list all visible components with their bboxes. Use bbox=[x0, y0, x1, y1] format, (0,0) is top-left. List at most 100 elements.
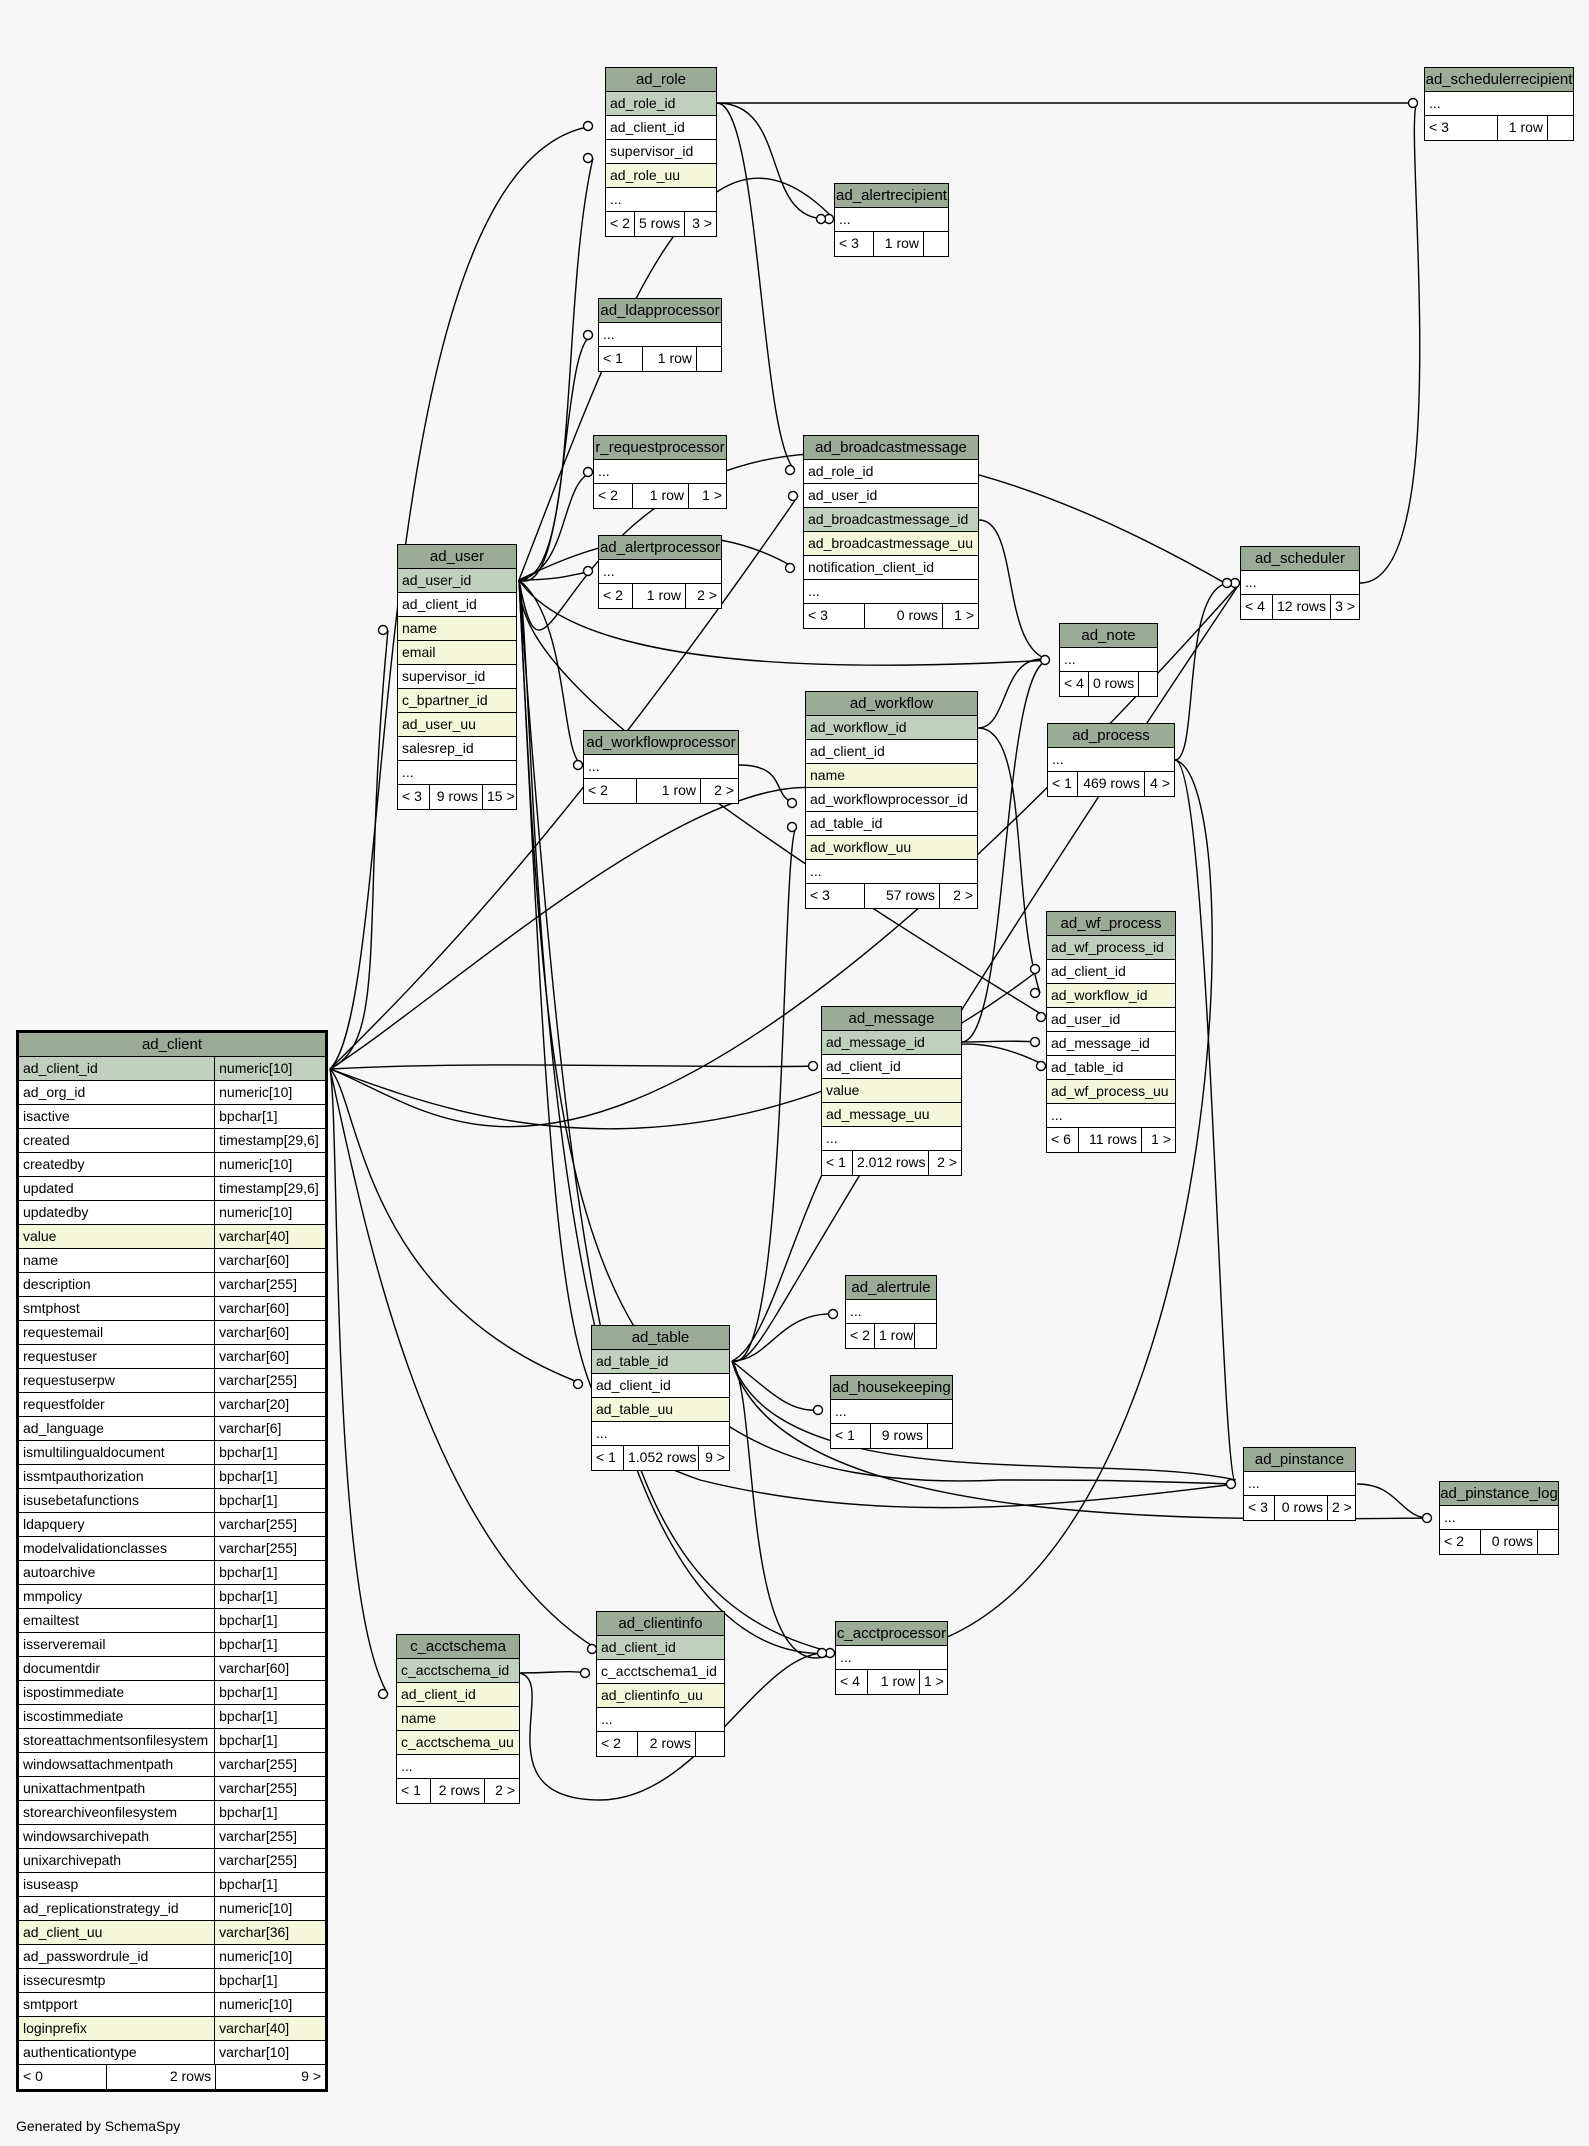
table-title[interactable]: ad_alertprocessor bbox=[599, 536, 721, 560]
children-link[interactable] bbox=[914, 1324, 936, 1348]
column-row[interactable]: ... bbox=[1241, 571, 1359, 595]
column-row[interactable]: ad_client_id bbox=[822, 1055, 961, 1079]
children-link[interactable] bbox=[927, 1424, 952, 1448]
children-link[interactable] bbox=[695, 1732, 724, 1756]
table-title[interactable]: ad_ldapprocessor bbox=[599, 299, 721, 323]
children-link[interactable]: 9 > bbox=[698, 1446, 729, 1470]
children-link[interactable]: 2 > bbox=[1327, 1496, 1355, 1520]
parents-link[interactable]: < 2 bbox=[850, 1327, 870, 1343]
parents-link[interactable]: < 1 bbox=[596, 1449, 616, 1465]
table-title[interactable]: ad_note bbox=[1060, 624, 1157, 648]
column-row[interactable]: c_acctschema1_id bbox=[597, 1660, 724, 1684]
table-title[interactable]: ad_client bbox=[19, 1033, 325, 1057]
table-title[interactable]: ad_alertrecipient bbox=[835, 184, 948, 208]
column-row[interactable]: ad_client_id bbox=[597, 1636, 724, 1660]
column-row[interactable]: name bbox=[398, 617, 516, 641]
children-link[interactable] bbox=[923, 232, 948, 256]
parents-link[interactable]: < 1 bbox=[401, 1782, 421, 1798]
parents-link[interactable]: < 3 bbox=[1248, 1499, 1268, 1515]
column-row[interactable]: ad_workflow_id bbox=[1047, 984, 1175, 1008]
column-row[interactable]: ... bbox=[599, 560, 721, 584]
parents-link[interactable]: < 0 bbox=[23, 2068, 43, 2084]
column-row[interactable]: c_acctschema_id bbox=[397, 1659, 519, 1683]
column-row[interactable]: c_bpartner_id bbox=[398, 689, 516, 713]
column-row[interactable]: ... bbox=[597, 1708, 724, 1732]
column-row[interactable]: ad_message_uu bbox=[822, 1103, 961, 1127]
column-row[interactable]: ... bbox=[1440, 1506, 1558, 1530]
column-row[interactable]: ad_table_id bbox=[1047, 1056, 1175, 1080]
column-row[interactable]: ... bbox=[822, 1127, 961, 1151]
column-row[interactable]: ... bbox=[1047, 1104, 1175, 1128]
table-title[interactable]: ad_schedulerrecipient bbox=[1425, 68, 1573, 92]
children-link[interactable]: 2 > bbox=[700, 779, 738, 803]
parents-link[interactable]: < 3 bbox=[839, 235, 859, 251]
column-row[interactable]: ad_user_uu bbox=[398, 713, 516, 737]
table-title[interactable]: ad_clientinfo bbox=[597, 1612, 724, 1636]
parents-link[interactable]: < 1 bbox=[603, 350, 623, 366]
parents-link[interactable]: < 2 bbox=[603, 587, 623, 603]
children-link[interactable]: 1 > bbox=[1141, 1128, 1175, 1152]
table-title[interactable]: ad_housekeeping bbox=[831, 1376, 952, 1400]
column-row[interactable]: notification_client_id bbox=[804, 556, 978, 580]
column-row[interactable]: ... bbox=[846, 1300, 936, 1324]
column-row[interactable]: name bbox=[806, 764, 977, 788]
table-title[interactable]: ad_broadcastmessage bbox=[804, 436, 978, 460]
table-title[interactable]: ad_alertrule bbox=[846, 1276, 936, 1300]
column-row[interactable]: ... bbox=[1048, 748, 1174, 772]
column-row[interactable]: ad_role_id bbox=[804, 460, 978, 484]
children-link[interactable]: 4 > bbox=[1144, 772, 1174, 796]
column-row[interactable]: ... bbox=[592, 1422, 729, 1446]
column-row[interactable]: ... bbox=[397, 1755, 519, 1779]
column-row[interactable]: ad_client_id bbox=[592, 1374, 729, 1398]
children-link[interactable]: 2 > bbox=[484, 1779, 519, 1803]
table-title[interactable]: ad_workflowprocessor bbox=[584, 731, 738, 755]
parents-link[interactable]: < 1 bbox=[1052, 775, 1072, 791]
children-link[interactable]: 2 > bbox=[685, 584, 721, 608]
column-row[interactable]: ... bbox=[835, 208, 948, 232]
column-row[interactable]: ad_broadcastmessage_uu bbox=[804, 532, 978, 556]
children-link[interactable] bbox=[1138, 672, 1157, 696]
children-link[interactable]: 3 > bbox=[684, 212, 716, 236]
column-row[interactable]: email bbox=[398, 641, 516, 665]
